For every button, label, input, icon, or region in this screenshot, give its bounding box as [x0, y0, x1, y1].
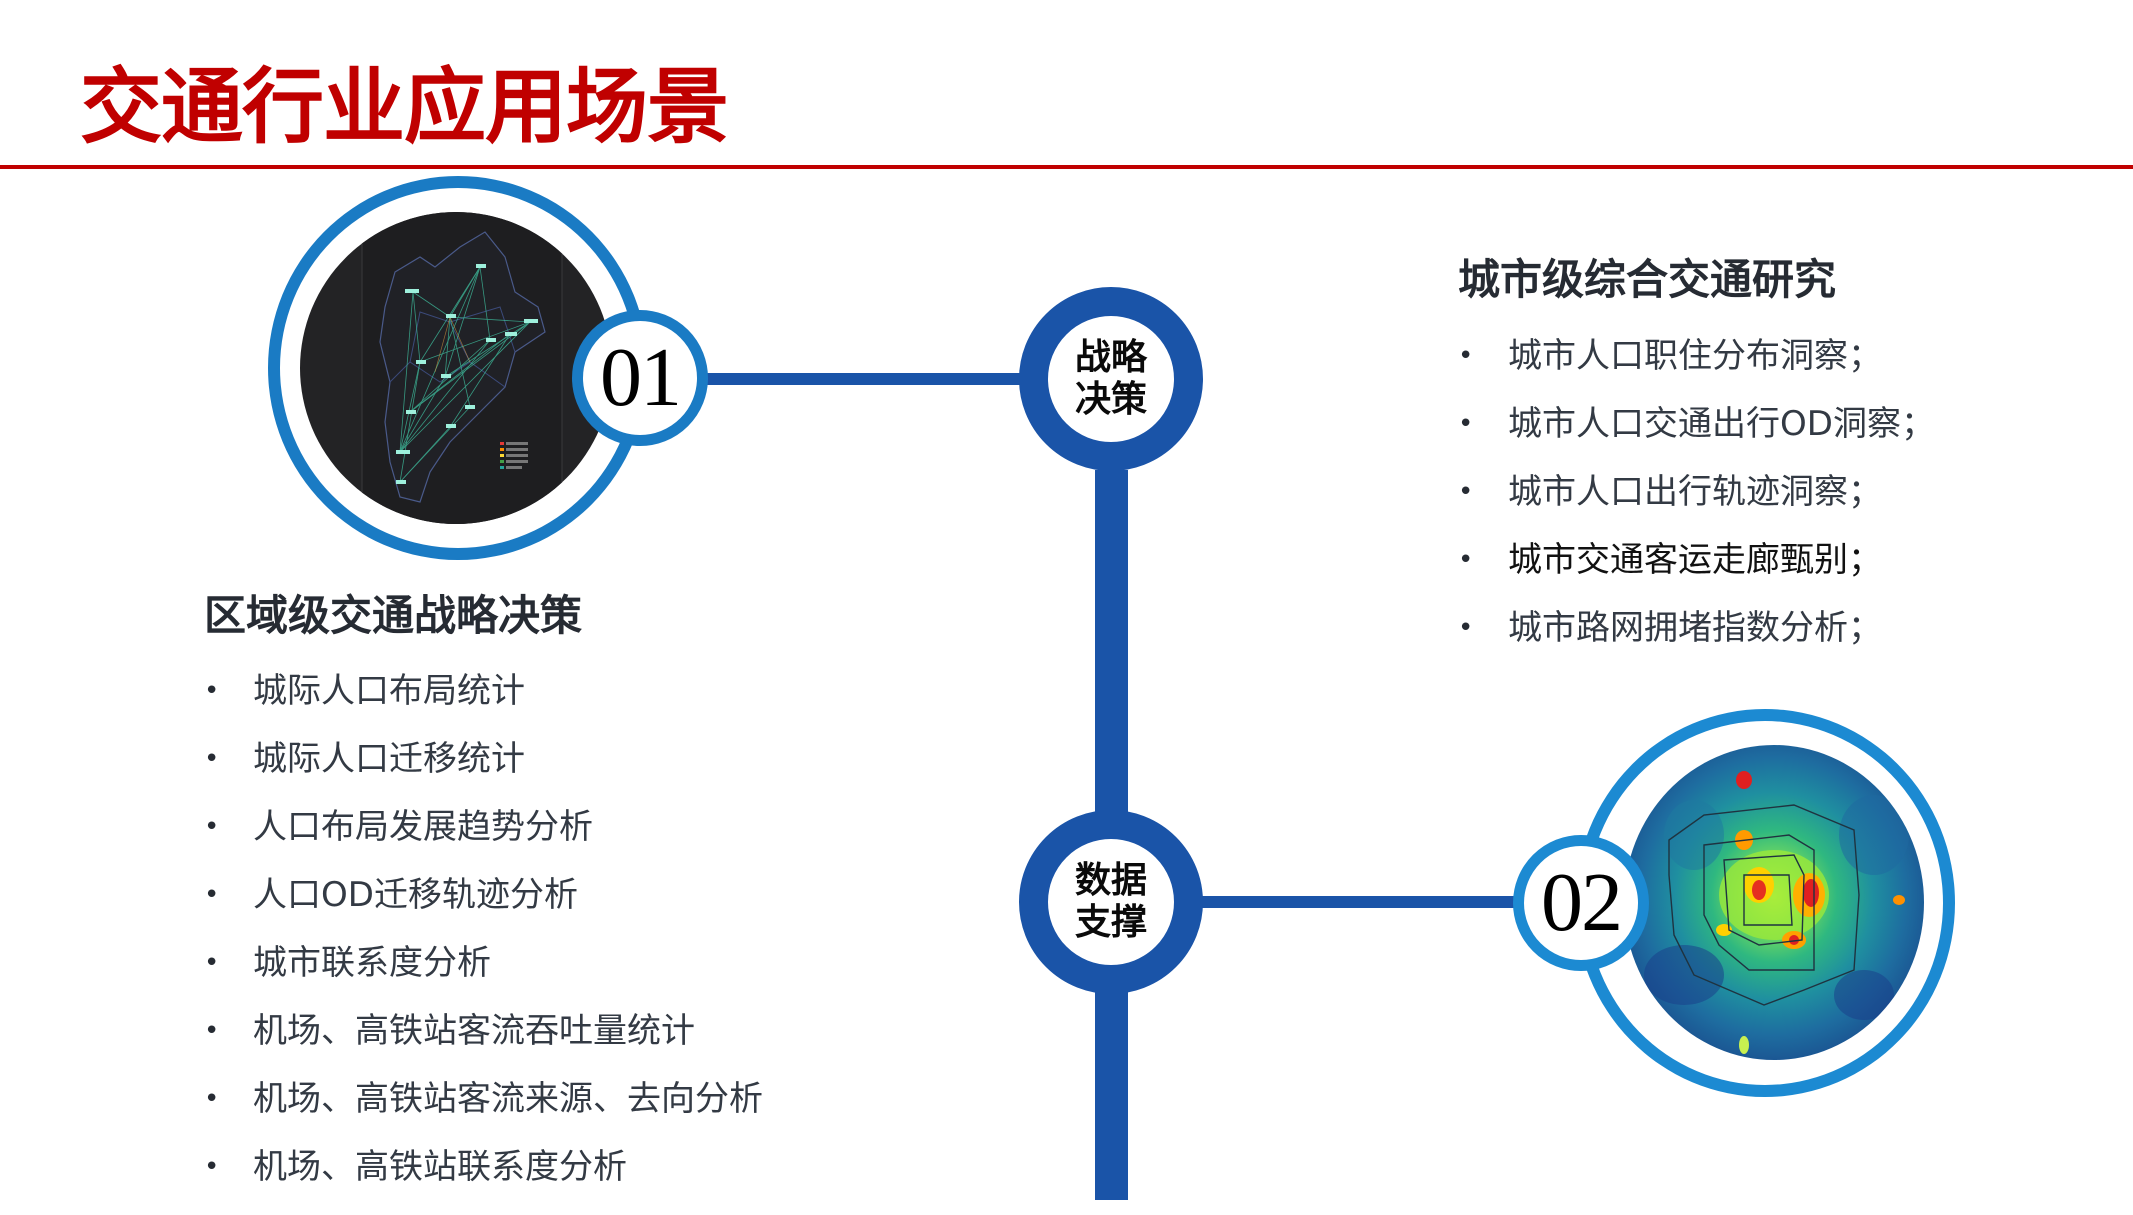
list-item: •城际人口布局统计	[204, 671, 525, 711]
title-divider	[0, 165, 2133, 169]
connector-01	[700, 373, 1030, 385]
page-title: 交通行业应用场景	[80, 60, 729, 155]
bullet-icon: •	[204, 880, 220, 910]
scene-02-heatmap-image	[1624, 745, 1924, 1060]
scene-01-number: 01	[600, 331, 682, 424]
hub-strategy-decision: 战略 决策	[1019, 287, 1203, 471]
list-item: •人口OD迁移轨迹分析	[204, 875, 578, 915]
bullet-icon: •	[204, 948, 220, 978]
hub-strategy-line2: 决策	[1074, 379, 1147, 420]
list-item: •城市人口交通出行OD洞察；	[1458, 404, 1935, 444]
hub-data-line2: 支撑	[1074, 902, 1147, 943]
od-network-map-icon	[361, 212, 563, 524]
scene-01-number-badge: 01	[572, 310, 708, 446]
bullet-icon: •	[1458, 613, 1474, 643]
bullet-icon: •	[204, 744, 220, 774]
bullet-icon: •	[1458, 477, 1474, 507]
list-item: •城市人口出行轨迹洞察；	[1458, 472, 1882, 512]
bullet-icon: •	[204, 812, 220, 842]
left-section-list: •城际人口布局统计 •城际人口迁移统计 •人口布局发展趋势分析 •人口OD迁移轨…	[204, 671, 904, 1215]
bullet-icon: •	[1458, 341, 1474, 371]
scene-02-number: 02	[1541, 856, 1623, 949]
bullet-icon: •	[204, 1084, 220, 1114]
right-section-title: 城市级综合交通研究	[1458, 255, 1837, 304]
hub-strategy-line1: 战略	[1074, 337, 1147, 378]
bullet-icon: •	[1458, 545, 1474, 575]
scene-02-number-badge: 02	[1513, 835, 1649, 971]
list-item: •机场、高铁站客流来源、去向分析	[204, 1079, 763, 1119]
list-item: •城市交通客运走廊甄别；	[1458, 540, 1882, 580]
list-item: •人口布局发展趋势分析	[204, 807, 593, 847]
list-item: •城市人口职住分布洞察；	[1458, 336, 1882, 376]
hub-data-support: 数据 支撑	[1019, 810, 1203, 994]
hub-data-line1: 数据	[1074, 860, 1147, 901]
population-heatmap-icon	[1624, 745, 1924, 1060]
list-item: •机场、高铁站联系度分析	[204, 1147, 627, 1187]
list-item: •城际人口迁移统计	[204, 739, 525, 779]
bullet-icon: •	[204, 1152, 220, 1182]
right-section-list: •城市人口职住分布洞察； •城市人口交通出行OD洞察； •城市人口出行轨迹洞察；…	[1458, 336, 2058, 676]
bullet-icon: •	[1458, 409, 1474, 439]
left-section-title: 区域级交通战略决策	[204, 591, 583, 640]
bullet-icon: •	[204, 676, 220, 706]
scene-01-map-image	[300, 212, 612, 524]
connector-02	[1190, 896, 1520, 908]
list-item: •城市联系度分析	[204, 943, 491, 983]
map-legend	[500, 442, 528, 469]
list-item: •机场、高铁站客流吞吐量统计	[204, 1011, 695, 1051]
bullet-icon: •	[204, 1016, 220, 1046]
list-item: •城市路网拥堵指数分析；	[1458, 608, 1882, 648]
